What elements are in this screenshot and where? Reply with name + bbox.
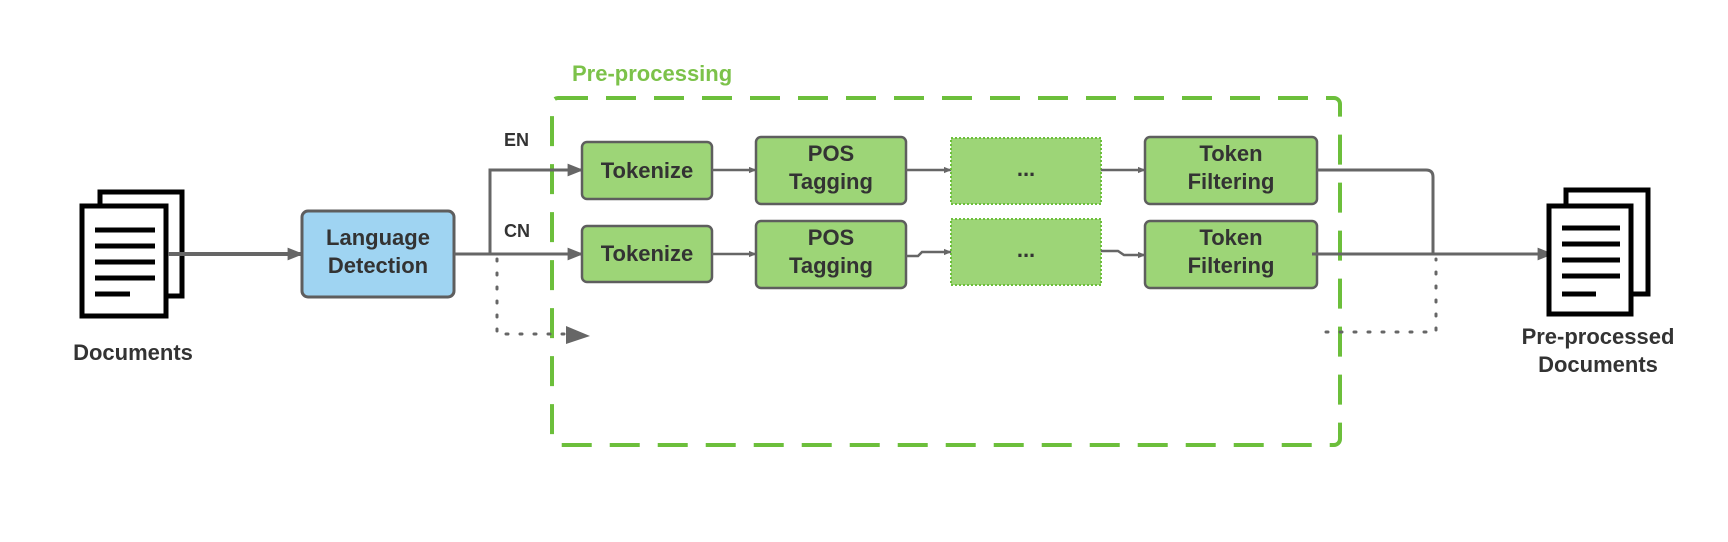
documents-icon [79,189,185,319]
branch-en-label: EN [504,130,529,150]
cn-filter-label-2: Filtering [1188,253,1275,278]
branch-other-arrowhead [566,326,590,344]
branch-other-connector [495,257,574,336]
language-detection-label-1: Language [326,225,430,250]
cn-pos-label-1: POS [808,225,854,250]
cn-pos-label-2: Tagging [789,253,873,278]
arrow-cn-ellipsis-to-filter [1101,249,1146,259]
en-pos-label-1: POS [808,141,854,166]
cn-ellipsis-label: ... [1017,237,1035,262]
output-label-1: Pre-processed [1522,324,1675,349]
preprocessing-label: Pre-processing [572,61,732,86]
en-pos-label-2: Tagging [789,169,873,194]
merge-en-connector [1317,168,1435,254]
documents-label: Documents [73,340,193,365]
en-ellipsis-label: ... [1017,156,1035,181]
language-detection-label-2: Detection [328,253,428,278]
merge-other-connector [1324,257,1438,334]
en-tokenize-label: Tokenize [601,158,694,183]
preprocessing-container [550,96,1342,447]
en-filter-label-2: Filtering [1188,169,1275,194]
cn-ellipsis-box [950,218,1102,286]
en-filter-label-1: Token [1199,141,1262,166]
arrow-cn-pos-to-ellipsis [906,248,952,258]
branch-en-connector [454,163,584,256]
preprocessed-documents-icon [1546,187,1651,317]
cn-tokenize-label: Tokenize [601,241,694,266]
branch-cn-label: CN [504,221,530,241]
cn-pos-tagging-box [754,219,908,290]
output-label-2: Documents [1538,352,1658,377]
en-ellipsis-box [950,137,1102,205]
cn-filter-label-1: Token [1199,225,1262,250]
